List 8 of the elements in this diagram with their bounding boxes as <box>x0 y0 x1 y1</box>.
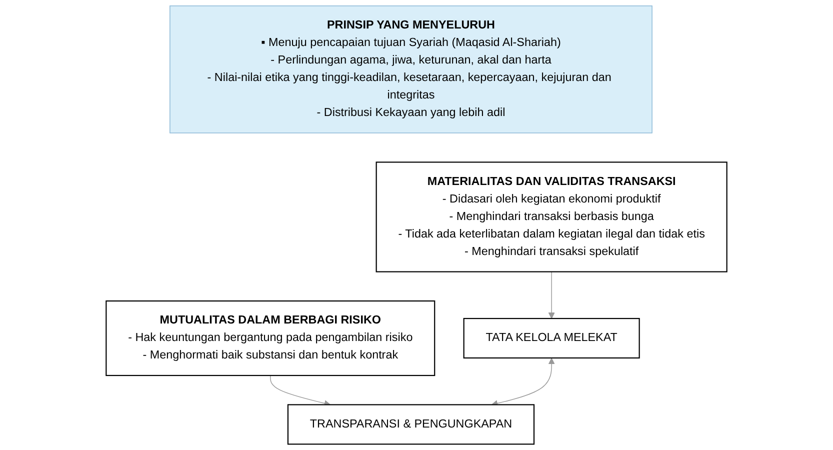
arrow <box>270 375 330 406</box>
arrow <box>548 271 555 319</box>
node-box: TATA KELOLA MELEKAT <box>463 318 640 358</box>
node-box: PRINSIP YANG MENYELURUH ▪ Menuju pencapaian tujuan Syariah (Maqasid Al-Shariah) - Perlindungan agama, jiwa, keturunan, akal dan harta - Nilai-nilai etika yang tinggi-keadilan, kesetaraan, kepercayaan, kejujuran dan integritas - Distribusi Kekayaan yang lebih adil <box>170 5 652 134</box>
arrow <box>491 358 555 406</box>
node-box: MATERIALITAS DAN VALIDITAS TRANSAKSI - Didasari oleh kegiatan ekonomi produktif - Menghindari transaksi berbasis bunga - Tidak ada keterlibatan dalam kegiatan ilegal dan tidak etis - Menghindari transaksi spekulatif <box>376 162 728 272</box>
node-box: MUTUALITAS DALAM BERBAGI RISIKO - Hak keuntungan bergantung pada pengambilan risiko - Menghormati baik substansi dan bentuk kontrak <box>106 300 436 376</box>
node-box: TRANSPARANSI & PENGUNGKAPAN <box>287 404 535 445</box>
